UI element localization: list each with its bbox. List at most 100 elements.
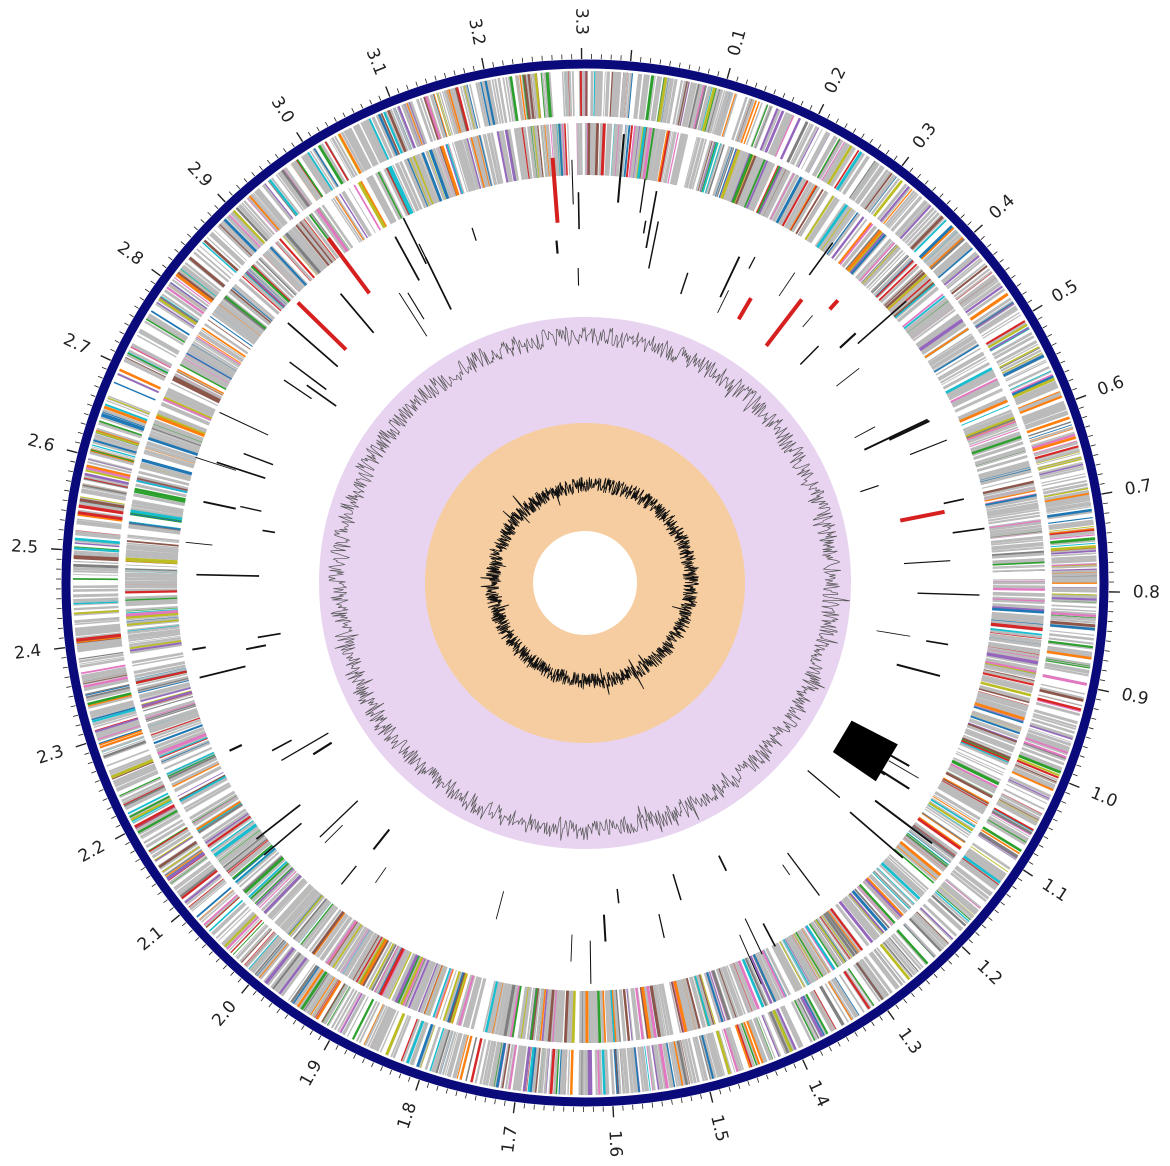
forward-cds <box>734 1024 751 1068</box>
forward-cds <box>987 818 1027 844</box>
reverse-cds <box>317 914 349 959</box>
forward-cds <box>81 489 126 499</box>
reverse-cds <box>399 161 422 210</box>
minor-tick <box>1028 861 1034 865</box>
reverse-cds <box>616 124 623 177</box>
reverse-cds <box>756 952 781 1001</box>
forward-cds <box>853 964 881 1003</box>
forward-cds <box>796 998 819 1040</box>
mobile-element <box>281 732 329 762</box>
forward-cds <box>1045 656 1091 667</box>
forward-cds <box>94 717 139 734</box>
forward-cds <box>967 848 1006 877</box>
forward-cds <box>886 939 916 975</box>
forward-cds <box>740 1022 758 1066</box>
minor-tick <box>680 1098 683 1104</box>
reverse-cds <box>357 937 385 984</box>
reverse-cds <box>945 771 993 799</box>
forward-cds <box>377 113 399 157</box>
reverse-cds <box>928 801 974 832</box>
forward-cds <box>97 726 141 742</box>
reverse-cds <box>657 130 671 183</box>
forward-cds <box>1022 743 1066 762</box>
reverse-cds <box>386 167 411 215</box>
reverse-cds <box>484 133 498 185</box>
forward-cds <box>1033 709 1078 725</box>
reverse-cds <box>217 305 260 338</box>
mobile-element <box>287 322 339 368</box>
reverse-cds <box>172 378 220 404</box>
minor-tick <box>80 422 86 425</box>
forward-cds <box>508 1044 517 1090</box>
forward-cds <box>569 1049 574 1095</box>
reverse-cds <box>818 205 851 251</box>
forward-cds <box>1029 424 1073 440</box>
forward-cds <box>701 87 716 132</box>
reverse-cds <box>162 397 212 421</box>
reverse-cds <box>888 853 929 891</box>
minor-tick <box>1105 640 1111 642</box>
mobile-element <box>192 646 206 651</box>
reverse-cds <box>283 891 320 932</box>
forward-cds <box>81 666 127 678</box>
forward-cds <box>769 112 789 155</box>
reverse-cds <box>533 125 543 178</box>
forward-cds <box>1017 757 1060 777</box>
reverse-cds <box>279 888 316 928</box>
forward-cds <box>326 986 351 1026</box>
minor-tick <box>967 221 972 226</box>
forward-cds <box>1024 738 1068 756</box>
forward-cds <box>89 700 134 714</box>
minor-tick <box>125 841 130 846</box>
reverse-cds <box>258 256 298 296</box>
reverse-cds <box>487 981 501 1034</box>
forward-cds <box>1037 456 1082 469</box>
forward-cds <box>661 1043 673 1088</box>
forward-cds <box>1001 352 1043 374</box>
forward-cds <box>495 1042 507 1088</box>
forward-cds <box>89 701 134 716</box>
forward-cds <box>562 1049 567 1095</box>
reverse-cds <box>761 168 786 216</box>
reverse-cds <box>232 287 273 322</box>
reverse-cds <box>921 812 966 844</box>
forward-cds <box>1034 445 1079 460</box>
forward-cds <box>691 84 705 129</box>
reverse-cds <box>208 817 252 849</box>
forward-cds <box>224 914 259 949</box>
reverse-cds <box>933 794 979 823</box>
forward-cds <box>230 213 263 247</box>
forward-cds <box>859 169 888 207</box>
reverse-cds <box>880 862 921 900</box>
reverse-cds <box>852 235 888 276</box>
reverse-cds <box>907 301 951 336</box>
forward-cds <box>448 1033 463 1078</box>
forward-cds <box>494 1042 504 1088</box>
reverse-cds <box>171 760 219 787</box>
forward-cds <box>315 980 342 1020</box>
reverse-cds <box>193 796 239 827</box>
gc-skew-trace <box>328 326 850 841</box>
forward-cds <box>163 289 203 318</box>
forward-cds <box>930 238 966 271</box>
reverse-cds <box>176 369 224 395</box>
forward-cds <box>699 1035 713 1080</box>
forward-cds <box>181 869 218 900</box>
scale-label: 2.9 <box>183 158 216 191</box>
forward-cds <box>221 911 256 946</box>
forward-cds <box>339 992 362 1033</box>
forward-cds <box>445 89 460 134</box>
forward-cds <box>93 714 138 729</box>
forward-cds <box>429 94 446 139</box>
mobile-element <box>762 923 776 947</box>
forward-cds <box>1032 713 1077 728</box>
forward-cds <box>1051 608 1097 613</box>
forward-cds <box>864 172 893 210</box>
reverse-cds <box>432 967 453 1019</box>
reverse-cds <box>992 592 1045 597</box>
reverse-cds <box>246 270 286 308</box>
forward-cds <box>226 916 260 950</box>
forward-cds <box>935 244 971 276</box>
minor-tick <box>659 59 662 65</box>
gc-content-trace <box>480 477 699 695</box>
